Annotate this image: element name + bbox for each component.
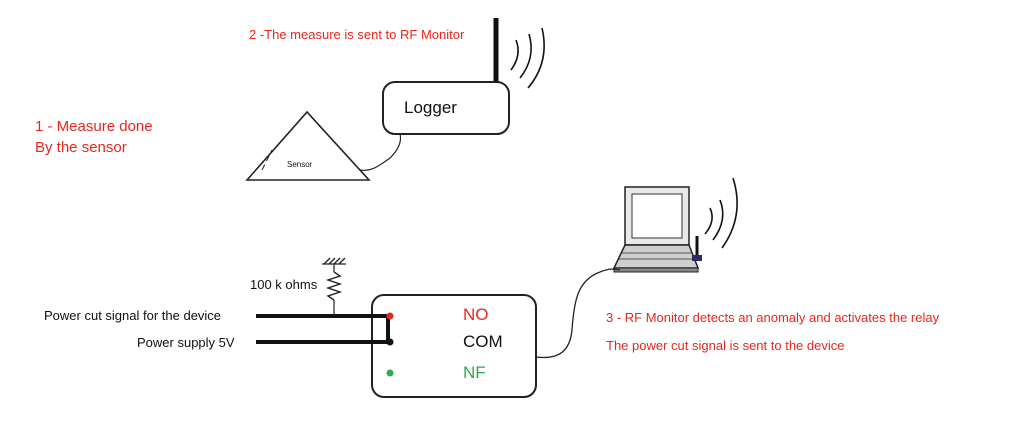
- power-supply-label: Power supply 5V: [137, 335, 235, 350]
- laptop-signal-waves-icon: [704, 177, 738, 249]
- logger-box: [382, 81, 510, 135]
- step2-label: 2 -The measure is sent to RF Monitor: [249, 27, 465, 42]
- resistor-label: 100 k ohms: [250, 277, 318, 292]
- sensor-label: Sensor: [287, 160, 313, 169]
- step3-line1: 3 - RF Monitor detects an anomaly and ac…: [606, 310, 940, 325]
- step1-line2: By the sensor: [35, 139, 127, 156]
- sensor-hatch: [261, 149, 273, 171]
- step1-line1: 1 - Measure done: [35, 118, 153, 135]
- power-cut-signal-label: Power cut signal for the device: [44, 308, 222, 323]
- laptop-icon: [612, 186, 702, 273]
- relay-no-label: NO: [463, 305, 489, 324]
- sensor-logger-cable: [359, 133, 402, 171]
- relay-box: [371, 294, 537, 398]
- ground-icon: [322, 257, 346, 265]
- step3-line2: The power cut signal is sent to the devi…: [606, 338, 845, 353]
- relay-com-label: COM: [463, 332, 503, 351]
- logger-signal-waves-icon: [510, 27, 545, 89]
- nf-terminal-dot: [386, 369, 394, 377]
- sensor-triangle: [245, 110, 371, 181]
- resistor-symbol: [325, 271, 343, 301]
- relay-nf-label: NF: [463, 363, 486, 382]
- laptop-relay-cable: [535, 268, 621, 359]
- no-terminal-dot: [386, 312, 394, 320]
- com-terminal-dot: [386, 338, 394, 346]
- logger-label: Logger: [404, 98, 457, 117]
